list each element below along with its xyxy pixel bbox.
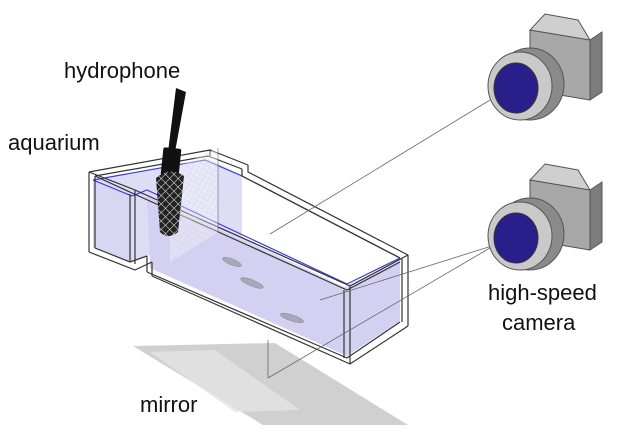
sight-lines (267, 99, 496, 379)
camera-icon (487, 163, 603, 271)
aquarium-tank (88, 148, 409, 365)
mirror-icon (133, 343, 408, 425)
hydrophone-icon (156, 88, 186, 236)
camera-icon (487, 13, 603, 121)
hydrophone-label: hydrophone (64, 58, 180, 83)
mirror-label: mirror (140, 392, 197, 417)
camera-label-line2: camera (502, 310, 576, 335)
aquarium-label: aquarium (8, 130, 100, 155)
fish-icon (222, 257, 304, 323)
camera-label-line1: high-speed (488, 280, 597, 305)
